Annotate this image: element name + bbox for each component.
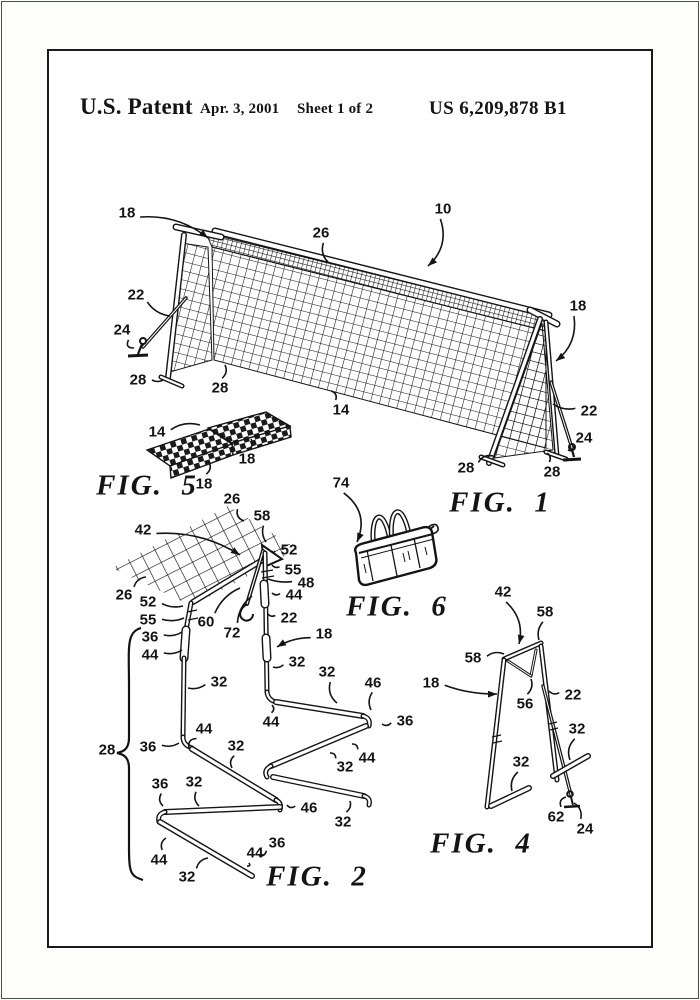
ref-numeral-fig2-58: 58	[253, 507, 271, 525]
ref-numeral-fig2-22: 22	[280, 609, 298, 627]
ref-numeral-fig2-44: 44	[150, 851, 168, 869]
ref-numeral-fig1-18: 18	[118, 204, 136, 222]
ref-numeral-fig1-28: 28	[211, 379, 229, 397]
ref-numeral-fig2-36: 36	[268, 834, 286, 852]
ref-numeral-fig1-14: 14	[332, 401, 350, 419]
ref-numeral-fig2-52: 52	[139, 593, 157, 611]
ref-numeral-fig2-52: 52	[280, 541, 298, 559]
ref-numeral-fig2-32: 32	[318, 663, 336, 681]
fig5-caption: FIG. 5	[96, 469, 198, 502]
ref-numeral-fig2-32: 32	[334, 813, 352, 831]
ref-numeral-fig2-44: 44	[195, 720, 213, 738]
ref-numeral-fig2-44: 44	[246, 844, 264, 862]
ref-numeral-fig2-36: 36	[151, 775, 169, 793]
fig6-bag-drawing	[353, 509, 439, 587]
brace-28	[116, 626, 144, 882]
ref-numeral-fig2-32: 32	[185, 773, 203, 791]
ref-numeral-fig2-26: 26	[223, 490, 241, 508]
ref-numeral-fig2-28: 28	[98, 741, 116, 759]
fig5-folded-net-drawing	[145, 411, 292, 479]
ref-numeral-fig4-62: 62	[547, 808, 565, 826]
ref-numeral-fig4-56: 56	[516, 695, 534, 713]
drawing-frame	[47, 49, 653, 948]
ref-numeral-fig1-26: 26	[312, 224, 330, 242]
ref-numeral-fig5-18: 18	[238, 450, 256, 468]
ref-numeral-fig1-18: 18	[569, 297, 587, 315]
fig4-folded-frame-drawing	[484, 640, 591, 810]
ref-numeral-fig2-36: 36	[396, 712, 414, 730]
ref-numeral-fig4-18: 18	[422, 674, 440, 692]
ref-numeral-fig2-32: 32	[178, 868, 196, 886]
ref-numeral-fig2-55: 55	[139, 611, 157, 629]
ref-numeral-fig1-22: 22	[127, 286, 145, 304]
ref-numeral-fig4-22: 22	[564, 686, 582, 704]
ref-numeral-fig2-46: 46	[300, 799, 318, 817]
fig2-unfolded-frame-drawing	[112, 506, 372, 882]
ref-numeral-fig1-24: 24	[575, 429, 593, 447]
ref-numeral-fig1-24: 24	[113, 321, 131, 339]
ref-numeral-fig2-44: 44	[285, 586, 303, 604]
reference-leader-lines	[126, 215, 582, 869]
ref-numeral-fig1-28: 28	[543, 463, 561, 481]
ref-numeral-fig2-32: 32	[227, 737, 245, 755]
ref-numeral-fig2-46: 46	[364, 674, 382, 692]
ref-numeral-fig4-24: 24	[576, 820, 594, 838]
fig6-caption: FIG. 6	[346, 590, 448, 623]
ref-numeral-fig1-28: 28	[129, 371, 147, 389]
ref-numeral-fig2-36: 36	[139, 738, 157, 756]
fig1-caption: FIG. 1	[449, 486, 551, 519]
ref-numeral-fig1-22: 22	[580, 402, 598, 420]
ground-anchor-left	[127, 337, 149, 358]
ref-numeral-fig2-44: 44	[141, 646, 159, 664]
ref-numeral-fig2-72: 72	[223, 624, 241, 642]
ref-numeral-fig2-42: 42	[134, 521, 152, 539]
ref-numeral-fig5-14: 14	[148, 423, 166, 441]
ref-numeral-fig4-42: 42	[494, 583, 512, 601]
ref-numeral-fig2-32: 32	[210, 673, 228, 691]
ref-numeral-fig2-32: 32	[288, 653, 306, 671]
ref-numeral-fig5-18: 18	[195, 475, 213, 493]
ref-numeral-fig4-32: 32	[512, 753, 530, 771]
ref-numeral-fig1-10: 10	[434, 200, 452, 218]
patent-header-title: U.S. Patent	[80, 94, 193, 119]
fig1-goal-drawing	[127, 223, 582, 468]
ref-numeral-fig6-74: 74	[332, 474, 350, 492]
ref-numeral-fig2-44: 44	[262, 713, 280, 731]
ref-numeral-fig2-32: 32	[336, 758, 354, 776]
ref-numeral-fig2-55: 55	[284, 561, 302, 579]
ref-numeral-fig2-44: 44	[358, 749, 376, 767]
ref-numeral-fig2-18: 18	[315, 625, 333, 643]
ref-numeral-fig4-58: 58	[464, 649, 482, 667]
patent-header-sheet: Sheet 1 of 2	[297, 101, 374, 117]
fig4-caption: FIG. 4	[430, 827, 532, 860]
ref-numeral-fig2-60: 60	[197, 613, 215, 631]
patent-header-date: Apr. 3, 2001	[200, 101, 280, 117]
ref-numeral-fig2-36: 36	[141, 628, 159, 646]
ref-numeral-fig4-32: 32	[568, 720, 586, 738]
ref-numeral-fig4-58: 58	[536, 603, 554, 621]
ref-numeral-fig2-48: 48	[297, 574, 315, 592]
ref-numeral-fig2-26: 26	[115, 586, 133, 604]
patent-header-number: US 6,209,878 B1	[429, 98, 567, 119]
ref-numeral-fig1-28: 28	[457, 459, 475, 477]
fig2-caption: FIG. 2	[266, 860, 368, 893]
